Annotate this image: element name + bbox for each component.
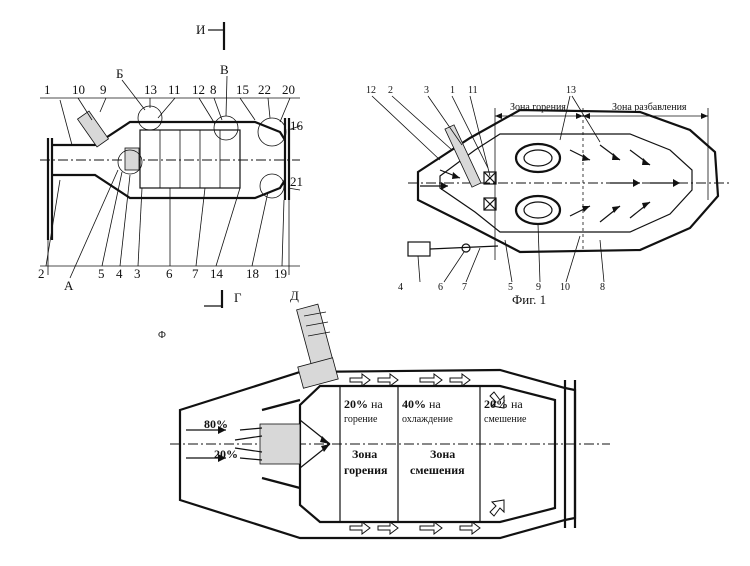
annotation-combustion-air: 20% на горение <box>344 397 383 425</box>
svg-text:В: В <box>220 62 229 77</box>
top-right-drawing: Зона горения Зона разбавления <box>366 85 730 307</box>
svg-text:14: 14 <box>210 266 224 281</box>
svg-text:40% на: 40% на <box>402 397 441 411</box>
svg-text:15: 15 <box>236 82 249 97</box>
zone-combustion-label: Зона горения <box>510 102 566 113</box>
corner-mark: Ф <box>158 330 166 341</box>
pct-80-label: 80% <box>204 417 228 431</box>
outer-casing-upper <box>52 120 286 147</box>
flow-arrows-right <box>420 144 680 223</box>
labels-top: 1 10 9 Б 13 11 12 В 8 15 22 20 16 21 <box>44 62 304 189</box>
svg-text:2: 2 <box>38 266 45 281</box>
swirler <box>124 147 140 171</box>
svg-text:6: 6 <box>438 282 443 293</box>
svg-text:3: 3 <box>424 85 429 96</box>
svg-text:12: 12 <box>366 85 376 96</box>
right-leaders-bottom <box>417 223 605 283</box>
liner-outline <box>439 133 693 233</box>
svg-text:20% на: 20% на <box>344 397 383 411</box>
svg-text:1: 1 <box>44 82 51 97</box>
svg-text:6: 6 <box>166 266 173 281</box>
zone-combustion-bottom-1: Зона <box>352 447 377 461</box>
svg-text:11: 11 <box>168 82 181 97</box>
vortex-lower <box>514 194 562 226</box>
zone-mixing-bottom-1: Зона <box>430 447 455 461</box>
svg-text:охлаждение: охлаждение <box>402 414 453 425</box>
swirler-bottom <box>234 398 301 490</box>
svg-text:9: 9 <box>100 82 107 97</box>
svg-text:21: 21 <box>290 174 303 189</box>
svg-text:10: 10 <box>560 282 570 293</box>
fuel-tank <box>407 241 431 257</box>
section-mark-d: Д <box>290 288 299 303</box>
svg-text:5: 5 <box>508 282 513 293</box>
svg-text:7: 7 <box>462 282 467 293</box>
svg-text:22: 22 <box>258 82 271 97</box>
outer-casing-lower <box>52 173 286 200</box>
zone-dilution-label: Зона разбавления <box>612 102 687 113</box>
svg-text:Б: Б <box>116 66 123 81</box>
zone-mixing-bottom-2: смешения <box>410 463 465 477</box>
annotation-mixing-air: 20% на смешение <box>484 397 527 425</box>
svg-text:16: 16 <box>290 118 304 133</box>
svg-text:9: 9 <box>536 282 541 293</box>
svg-text:10: 10 <box>72 82 85 97</box>
bottom-drawing: Ф <box>158 303 610 540</box>
svg-text:8: 8 <box>600 282 605 293</box>
svg-text:смешение: смешение <box>484 414 527 425</box>
svg-text:3: 3 <box>134 266 141 281</box>
svg-text:13: 13 <box>566 85 576 96</box>
outer-shell <box>416 108 720 254</box>
top-left-drawing: И <box>38 22 304 308</box>
annotation-cooling-air: 40% на охлаждение <box>402 397 453 425</box>
fuel-injector-bottom <box>296 303 339 389</box>
svg-text:11: 11 <box>468 85 478 96</box>
svg-text:13: 13 <box>144 82 157 97</box>
figure-caption: Фиг. 1 <box>512 292 546 307</box>
leaders-bottom <box>45 125 301 279</box>
injector <box>76 110 110 148</box>
labels-bottom: 2 А 5 4 3 6 7 14 18 19 <box>38 266 287 293</box>
outer-casing-bottom <box>178 368 577 540</box>
svg-text:7: 7 <box>192 266 199 281</box>
svg-text:19: 19 <box>274 266 287 281</box>
svg-text:8: 8 <box>210 82 217 97</box>
svg-text:1: 1 <box>450 85 455 96</box>
svg-text:горение: горение <box>344 414 378 425</box>
flow-arrows-bottom <box>186 419 331 469</box>
leaders-top <box>59 75 291 146</box>
pct-20-label: 20% <box>214 447 238 461</box>
svg-text:А: А <box>64 278 74 293</box>
vortex-upper <box>514 142 562 174</box>
right-leaders-top <box>371 95 601 177</box>
svg-text:5: 5 <box>98 266 105 281</box>
svg-text:20% на: 20% на <box>484 397 523 411</box>
svg-text:4: 4 <box>398 282 403 293</box>
igniter-box <box>483 171 497 185</box>
detail-circle-v <box>213 115 239 141</box>
svg-text:12: 12 <box>192 82 205 97</box>
section-mark-i: И <box>196 22 205 37</box>
svg-text:20: 20 <box>282 82 295 97</box>
section-mark-g: Г <box>234 290 242 305</box>
svg-text:2: 2 <box>388 85 393 96</box>
detail-circle-a <box>117 149 143 175</box>
svg-text:18: 18 <box>246 266 259 281</box>
liner-jets <box>349 373 505 535</box>
svg-text:4: 4 <box>116 266 123 281</box>
flame-tube <box>139 129 241 189</box>
zone-combustion-bottom-2: горения <box>344 463 388 477</box>
